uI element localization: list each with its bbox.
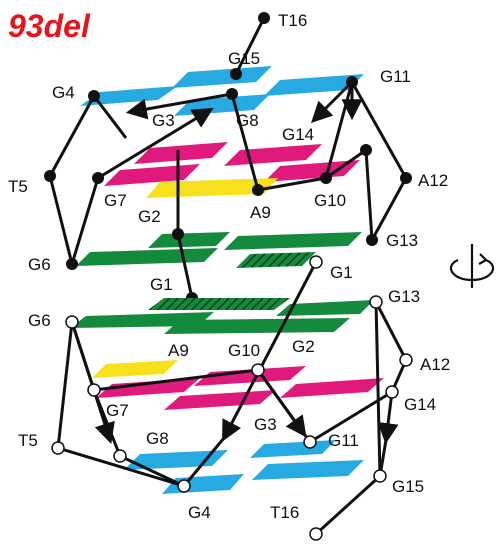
- label-upper-g8: G8: [236, 111, 259, 130]
- label-lower-t5: T5: [18, 431, 38, 450]
- upper-tetrad-green-3: [76, 248, 218, 266]
- label-lower-g3: G3: [254, 415, 277, 434]
- rotation-arrow-icon: [449, 244, 495, 288]
- label-lower-a12: A12: [420, 355, 450, 374]
- label-upper-g7: G7: [104, 191, 127, 210]
- lower-tetrad-cyan-1: [250, 440, 336, 458]
- label-upper-g6: G6: [28, 255, 51, 274]
- label-upper-g10: G10: [314, 191, 346, 210]
- label-lower-g10: G10: [228, 341, 260, 360]
- upper-tetrad-cyan-2: [172, 66, 272, 88]
- lower-tetrad-magenta-1: [96, 378, 200, 398]
- label-lower-g14: G14: [404, 395, 436, 414]
- label-upper-g14: G14: [282, 125, 314, 144]
- upper-quadruplex: T16 G15 G4 G11 G3 G8 G14 T5 G7 A12 G2 G1…: [8, 11, 448, 304]
- lower-backbone: [56, 261, 408, 536]
- label-upper-t16: T16: [278, 11, 307, 30]
- label-upper-g15: G15: [228, 49, 260, 68]
- upper-nodes: [44, 12, 412, 304]
- label-lower-g13: G13: [388, 287, 420, 306]
- lower-quadruplex: G1 G6 G13 A9 G10 G2 A12 G7 G14 T5 G8 G3 …: [18, 255, 450, 541]
- upper-tetrad-cyan-1: [80, 86, 178, 106]
- label-lower-a9: A9: [168, 341, 189, 360]
- label-upper-g13: G13: [386, 231, 418, 250]
- upper-tetrad-green-hatched: [236, 252, 316, 268]
- lower-tetrad-magenta-4: [280, 378, 384, 398]
- upper-tetrad-magenta-1: [134, 142, 228, 164]
- upper-tetrad-magenta-2: [224, 144, 322, 166]
- label-upper-g11: G11: [380, 67, 411, 86]
- lower-tetrad-magenta-2: [194, 366, 306, 386]
- lower-tetrad-green-3: [164, 318, 350, 334]
- label-lower-g11: G11: [328, 431, 359, 450]
- label-upper-a9: A9: [250, 203, 271, 222]
- label-upper-g2: G2: [138, 207, 161, 226]
- upper-tetrad-magenta-3: [104, 164, 200, 186]
- upper-tetrad-magenta-4: [264, 160, 360, 182]
- lower-tetrad-green-2: [276, 300, 374, 316]
- label-lower-g8: G8: [146, 429, 169, 448]
- lower-tetrad-magenta-3: [164, 390, 276, 410]
- lower-tetrad-green-hatched: [148, 298, 290, 310]
- label-lower-g6: G6: [28, 311, 51, 330]
- lower-tetrad-cyan-3: [252, 460, 364, 480]
- label-lower-t16: T16: [270, 503, 299, 522]
- upper-tetrad-green-2: [224, 232, 362, 250]
- upper-tetrad-cyan-3: [264, 74, 364, 96]
- label-lower-g1: G1: [330, 263, 353, 282]
- lower-tetrad-yellow: [92, 360, 178, 378]
- label-lower-g4: G4: [188, 503, 211, 522]
- label-upper-g3: G3: [152, 111, 175, 130]
- label-lower-g15: G15: [392, 477, 424, 496]
- label-upper-a12: A12: [418, 171, 448, 190]
- label-upper-t5: T5: [8, 177, 28, 196]
- label-upper-g1: G1: [150, 275, 173, 294]
- label-lower-g2: G2: [292, 337, 315, 356]
- diagram-title: 93del: [8, 8, 90, 44]
- label-lower-g7: G7: [106, 401, 129, 420]
- upper-tetrad-green-1: [148, 232, 230, 248]
- label-upper-g4: G4: [52, 83, 75, 102]
- lower-nodes: [51, 255, 413, 541]
